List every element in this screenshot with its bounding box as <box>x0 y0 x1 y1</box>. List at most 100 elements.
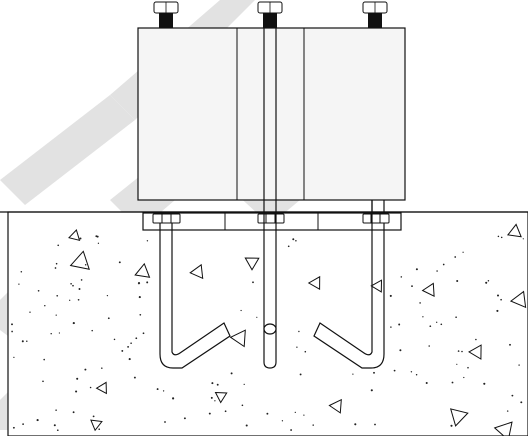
stipple-dot <box>36 419 39 422</box>
stipple-dot <box>54 267 57 269</box>
aggregate-triangle <box>189 263 204 280</box>
concrete-stipple <box>11 235 524 432</box>
stipple-dot <box>295 239 297 242</box>
stipple-dot <box>56 429 59 432</box>
plate-nut-center <box>257 213 285 224</box>
stipple-dot <box>415 373 418 376</box>
stipple-dot <box>496 309 499 312</box>
stipple-dot <box>127 345 130 348</box>
stipple-dot <box>162 390 165 392</box>
stipple-dot <box>84 264 87 266</box>
stipple-dot <box>53 424 56 427</box>
stipple-dot <box>422 316 424 318</box>
stipple-dot <box>172 397 175 400</box>
stipple-dot <box>410 371 413 373</box>
aggregate-triangle <box>509 290 527 309</box>
stipple-dot <box>294 411 296 414</box>
aggregate-triangle <box>307 275 321 291</box>
stipple-dot <box>461 350 463 353</box>
stipple-dot <box>475 338 477 341</box>
stipple-dot <box>77 298 80 301</box>
aggregate-triangle <box>229 329 246 348</box>
stipple-dot <box>506 410 509 412</box>
stipple-dot <box>230 372 233 375</box>
stipple-dot <box>78 288 81 290</box>
stipple-dot <box>12 426 15 429</box>
aggregate-triangle <box>506 223 522 238</box>
stipple-dot <box>454 256 457 258</box>
stipple-dot <box>241 404 244 407</box>
stipple-dot <box>118 261 121 264</box>
concrete-aggregate <box>68 223 527 436</box>
stipple-dot <box>425 381 428 385</box>
stipple-dot <box>107 317 110 320</box>
stipple-dot <box>42 380 44 383</box>
aggregate-triangle <box>244 257 260 271</box>
stipple-dot <box>522 238 524 240</box>
stipple-dot <box>290 429 293 431</box>
stipple-dot <box>518 364 520 366</box>
stipple-dot <box>256 316 258 318</box>
stipple-dot <box>389 294 392 297</box>
stipple-dot <box>43 358 45 361</box>
stipple-dot <box>92 415 95 418</box>
stipple-dot <box>21 340 24 343</box>
stipple-dot <box>22 423 24 425</box>
stipple-dot <box>252 281 254 284</box>
stipple-dot <box>398 323 401 326</box>
stipple-dot <box>440 323 443 326</box>
stipple-dot <box>374 423 376 426</box>
stipple-dot <box>312 424 314 426</box>
stipple-dot <box>214 400 216 402</box>
stipple-dot <box>352 373 354 375</box>
stipple-dot <box>142 332 145 335</box>
stipple-dot <box>299 373 302 376</box>
stipple-dot <box>463 376 465 379</box>
stipple-dot <box>75 390 78 393</box>
aggregate-triangle <box>214 391 228 404</box>
stipple-dot <box>456 279 459 283</box>
stipple-dot <box>509 343 511 346</box>
stipple-dot <box>210 396 213 399</box>
stipple-dot <box>29 311 31 313</box>
stipple-dot <box>128 358 131 361</box>
stipple-dot <box>96 235 99 238</box>
stipple-dot <box>57 244 60 247</box>
stipple-dot <box>91 329 93 332</box>
stipple-dot <box>455 316 457 318</box>
stipple-dot <box>113 338 116 341</box>
anchor-bolt-right <box>313 200 385 369</box>
stipple-dot <box>106 294 109 297</box>
stipple-dot <box>139 313 142 316</box>
stipple-dot <box>101 367 103 369</box>
stipple-dot <box>415 268 418 271</box>
stipple-dot <box>76 377 79 380</box>
aggregate-triangle <box>468 344 482 360</box>
stipple-dot <box>496 294 500 297</box>
stipple-dot <box>390 326 392 328</box>
stipple-dot <box>156 388 159 391</box>
stipple-dot <box>399 349 402 352</box>
stipple-dot <box>457 350 460 352</box>
stipple-dot <box>428 345 430 347</box>
stipple-dot <box>400 276 403 278</box>
equipment-block <box>137 27 406 201</box>
anchor-bolt-left <box>159 223 231 369</box>
stipple-dot <box>500 298 502 301</box>
stipple-dot <box>11 323 13 326</box>
stipple-dot <box>303 414 305 416</box>
stipple-dot <box>411 285 413 288</box>
stipple-dot <box>79 237 82 240</box>
stipple-dot <box>70 282 72 285</box>
stipple-dot <box>354 423 357 426</box>
stipple-dot <box>483 382 486 385</box>
stipple-dot <box>497 235 500 238</box>
stipple-dot <box>58 332 61 334</box>
top-stud-center <box>257 1 283 28</box>
stipple-dot <box>56 294 59 297</box>
stipple-dot <box>511 394 514 397</box>
stipple-dot <box>208 412 211 415</box>
stipple-dot <box>13 356 15 359</box>
stipple-dot <box>50 332 52 335</box>
